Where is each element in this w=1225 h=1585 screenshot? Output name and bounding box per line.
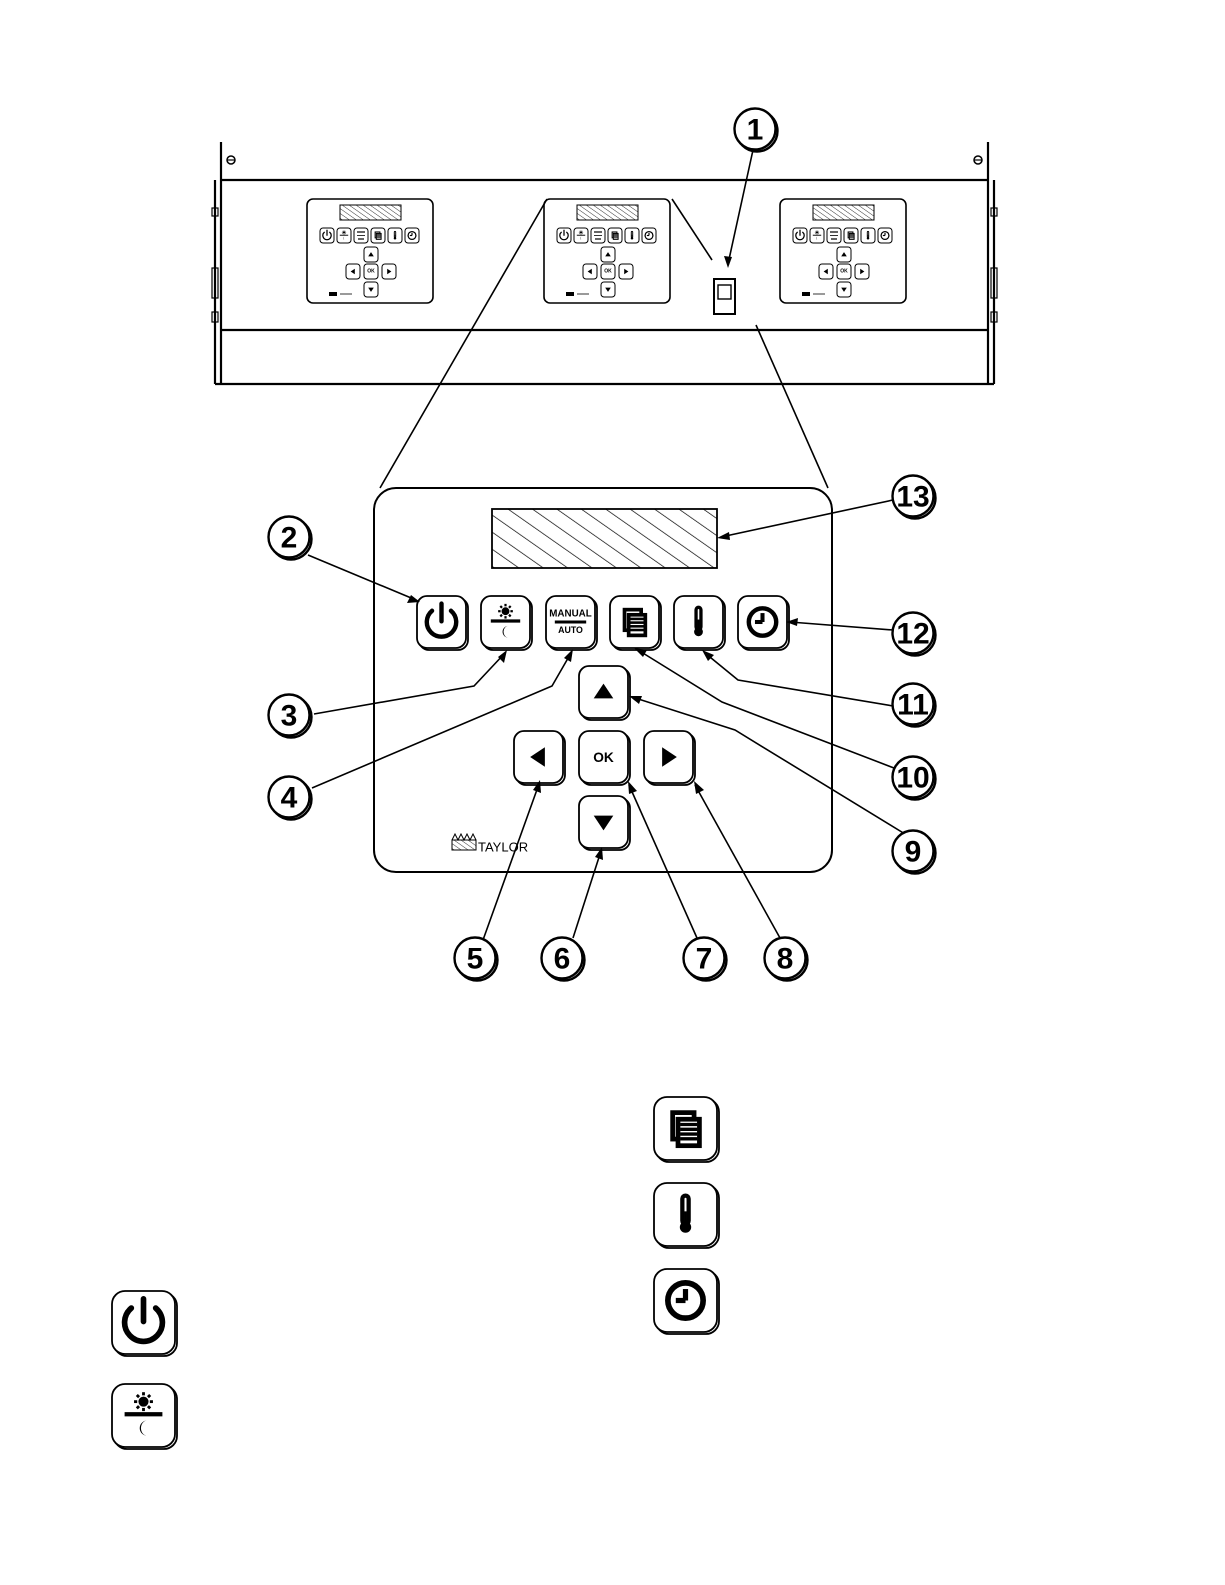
mini-button-menu <box>371 228 385 243</box>
auto-label: AUTO <box>558 625 583 635</box>
callout-label: 6 <box>554 943 571 976</box>
svg-text:OK: OK <box>604 269 612 275</box>
legend-standby-icon <box>112 1384 177 1449</box>
mini-button-right <box>382 264 396 279</box>
mini-button-manual <box>827 228 841 243</box>
mini-button-left <box>583 264 597 279</box>
ok-label: OK <box>593 750 614 765</box>
manual-label: MANUAL <box>549 609 591 620</box>
callout-9: 9 <box>893 831 936 874</box>
callout-1: 1 <box>735 109 778 152</box>
callout-label: 12 <box>896 618 929 651</box>
mini-button-power <box>320 228 334 243</box>
mini-button-standby <box>337 228 351 243</box>
callout-5: 5 <box>455 938 498 981</box>
mini-button-power <box>557 228 571 243</box>
callout-7: 7 <box>684 938 727 981</box>
display-icon <box>492 509 717 568</box>
brand-label: TAYLOR <box>478 840 528 855</box>
cabinet-front-view: OK OK OK <box>212 142 997 384</box>
mini-button-left <box>346 264 360 279</box>
mini-control-panel-1: OK <box>307 199 433 303</box>
mini-button-power <box>793 228 807 243</box>
manual-auto-button[interactable]: MANUAL AUTO <box>546 596 597 650</box>
mini-control-panel-3: OK <box>780 199 906 303</box>
arrow-up-button[interactable] <box>579 666 630 720</box>
svg-text:OK: OK <box>840 269 848 275</box>
callout-3: 3 <box>269 695 312 738</box>
callout-label: 1 <box>747 114 764 147</box>
mini-button-down <box>601 282 615 297</box>
callout-label: 2 <box>281 522 298 555</box>
mini-button-manual <box>354 228 368 243</box>
callout-label: 8 <box>777 943 794 976</box>
callout-label: 7 <box>696 943 713 976</box>
switch-icon <box>714 279 735 314</box>
callout-6: 6 <box>542 938 585 981</box>
callout-label: 3 <box>281 700 298 733</box>
arrow-right-button[interactable] <box>644 731 695 785</box>
arrow-down-button[interactable] <box>579 796 630 850</box>
mini-button-manual <box>591 228 605 243</box>
clock-button[interactable] <box>738 596 789 650</box>
mini-button-thermo <box>861 228 875 243</box>
legend-power-icon <box>112 1291 177 1356</box>
callout-4: 4 <box>269 777 312 820</box>
mini-button-standby <box>574 228 588 243</box>
ok-button[interactable]: OK <box>579 731 630 785</box>
legend-thermometer-icon <box>654 1183 719 1248</box>
mini-button-down <box>837 282 851 297</box>
callout-label: 4 <box>281 782 298 815</box>
enlarged-control-panel: MANUAL AUTO OK TAYLOR <box>374 488 832 872</box>
arrow-left-button[interactable] <box>514 731 565 785</box>
svg-text:OK: OK <box>367 269 375 275</box>
mini-button-up <box>601 247 615 262</box>
callout-label: 5 <box>467 943 484 976</box>
mini-button-standby <box>810 228 824 243</box>
mini-button-ok: OK <box>837 264 851 279</box>
callout-label: 11 <box>897 689 929 722</box>
menu-button[interactable] <box>610 596 661 650</box>
standby-button[interactable] <box>481 596 532 650</box>
mini-button-right <box>619 264 633 279</box>
callout-12: 12 <box>893 613 936 656</box>
mini-button-up <box>837 247 851 262</box>
mini-button-down <box>364 282 378 297</box>
legend-clock-icon <box>654 1269 719 1334</box>
temperature-button[interactable] <box>674 596 725 650</box>
power-button[interactable] <box>417 596 468 650</box>
callout-2: 2 <box>269 517 312 560</box>
legend-menu-icon <box>654 1097 719 1162</box>
callout-label: 13 <box>896 481 929 514</box>
callout-13: 13 <box>893 476 936 519</box>
mini-button-thermo <box>388 228 402 243</box>
callout-label: 10 <box>896 762 929 795</box>
mini-button-left <box>819 264 833 279</box>
callout-10: 10 <box>893 757 936 800</box>
callout-11: 11 <box>893 684 936 727</box>
mini-button-ok: OK <box>364 264 378 279</box>
callout-label: 9 <box>905 836 922 869</box>
mini-button-clock <box>405 228 419 243</box>
mini-button-ok: OK <box>601 264 615 279</box>
mini-button-menu <box>844 228 858 243</box>
mini-button-menu <box>608 228 622 243</box>
mini-control-panel-2: OK <box>544 199 670 303</box>
mini-button-clock <box>878 228 892 243</box>
mini-button-right <box>855 264 869 279</box>
mini-button-thermo <box>625 228 639 243</box>
callout-8: 8 <box>765 938 808 981</box>
mini-button-clock <box>642 228 656 243</box>
mini-button-up <box>364 247 378 262</box>
